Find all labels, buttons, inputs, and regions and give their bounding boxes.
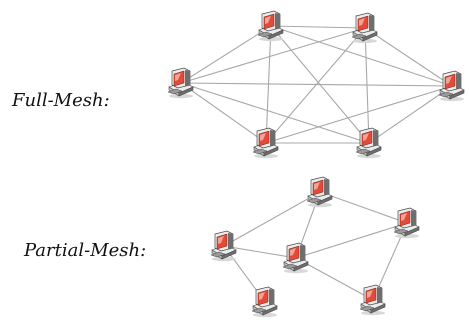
case-side	[370, 303, 386, 314]
link-fm-top-left-fm-left	[180, 25, 272, 84]
link-fm-right-fm-bottom-left	[265, 85, 453, 144]
computer-icon	[252, 127, 279, 159]
case-side	[268, 29, 284, 40]
case-side	[293, 261, 309, 272]
link-pm-center-pm-bottom-right	[295, 257, 374, 301]
screen-highlight	[446, 76, 452, 84]
shadow	[253, 312, 277, 318]
shadow	[169, 93, 193, 99]
link-pm-top-pm-right	[319, 191, 408, 224]
screen-highlight	[175, 73, 181, 81]
link-fm-top-left-fm-right	[270, 25, 453, 87]
link-fm-top-right-fm-right	[364, 27, 453, 87]
link-fm-top-left-fm-top-right	[270, 25, 366, 29]
screen-highlight	[290, 248, 296, 256]
screen-highlight	[218, 236, 224, 244]
partial-mesh-label: Partial-Mesh:	[23, 240, 146, 261]
keyboard	[306, 197, 322, 204]
screen-highlight	[363, 133, 369, 141]
monitor-side	[228, 233, 233, 249]
shadow	[212, 256, 236, 262]
full-mesh-nodes	[167, 10, 465, 159]
screen-highlight	[401, 213, 407, 221]
shadow	[254, 153, 278, 159]
keyboard	[210, 251, 226, 258]
link-pm-center-pm-right	[295, 222, 408, 259]
link-fm-top-right-fm-bottom-left	[265, 27, 366, 144]
link-fm-right-fm-bottom-right	[368, 85, 453, 144]
partial-mesh-nodes	[210, 176, 420, 318]
screen-highlight	[259, 292, 265, 300]
keyboard	[257, 31, 273, 38]
computer-icon	[251, 286, 278, 318]
monitor-side	[300, 245, 305, 261]
link-fm-left-fm-bottom-right	[180, 82, 370, 144]
computer-icon	[393, 207, 420, 239]
computer-icon	[210, 230, 237, 262]
full-mesh-section: Full-Mesh:	[11, 10, 465, 159]
computer-icon	[257, 10, 284, 42]
computer-icon	[438, 70, 465, 102]
full-mesh-label: Full-Mesh:	[11, 90, 110, 111]
computer-icon	[351, 12, 378, 44]
case-side	[178, 86, 194, 97]
keyboard	[351, 33, 367, 40]
full-mesh-links	[180, 25, 453, 144]
keyboard	[438, 91, 454, 98]
computer-icon	[306, 176, 333, 208]
monitor-side	[269, 289, 274, 305]
screen-highlight	[314, 182, 320, 190]
shadow	[353, 38, 377, 44]
monitor-side	[373, 130, 378, 146]
case-side	[449, 89, 465, 100]
shadow	[259, 36, 283, 42]
shadow	[440, 96, 464, 102]
computer-icon	[167, 67, 194, 99]
shadow	[395, 233, 419, 239]
screen-highlight	[265, 16, 271, 24]
case-side	[404, 226, 420, 237]
keyboard	[393, 228, 409, 235]
monitor-side	[185, 70, 190, 86]
shadow	[357, 153, 381, 159]
case-side	[317, 195, 333, 206]
link-fm-top-right-fm-left	[180, 27, 366, 84]
monitor-side	[456, 73, 461, 89]
monitor-side	[324, 179, 329, 195]
screen-highlight	[260, 133, 266, 141]
shadow	[308, 202, 332, 208]
computer-icon	[359, 284, 386, 316]
keyboard	[359, 305, 375, 312]
partial-mesh-links	[223, 191, 408, 303]
keyboard	[282, 263, 298, 270]
shadow	[361, 310, 385, 316]
case-side	[362, 31, 378, 42]
computer-icon	[355, 127, 382, 159]
shadow	[284, 268, 308, 274]
link-fm-left-fm-bottom-left	[180, 82, 267, 144]
keyboard	[355, 148, 371, 155]
case-side	[263, 146, 279, 157]
link-pm-top-pm-left	[223, 191, 321, 247]
monitor-side	[275, 13, 280, 29]
case-side	[262, 305, 278, 316]
link-fm-left-fm-right	[180, 82, 453, 87]
case-side	[221, 249, 237, 260]
case-side	[366, 146, 382, 157]
keyboard	[167, 88, 183, 95]
keyboard	[251, 307, 267, 314]
monitor-side	[377, 287, 382, 303]
keyboard	[252, 148, 268, 155]
screen-highlight	[359, 18, 365, 26]
link-pm-left-pm-center	[223, 245, 297, 259]
screen-highlight	[367, 290, 373, 298]
monitor-side	[270, 130, 275, 146]
partial-mesh-section: Partial-Mesh:	[23, 176, 420, 318]
computer-icon	[282, 242, 309, 274]
monitor-side	[411, 210, 416, 226]
monitor-side	[369, 15, 374, 31]
